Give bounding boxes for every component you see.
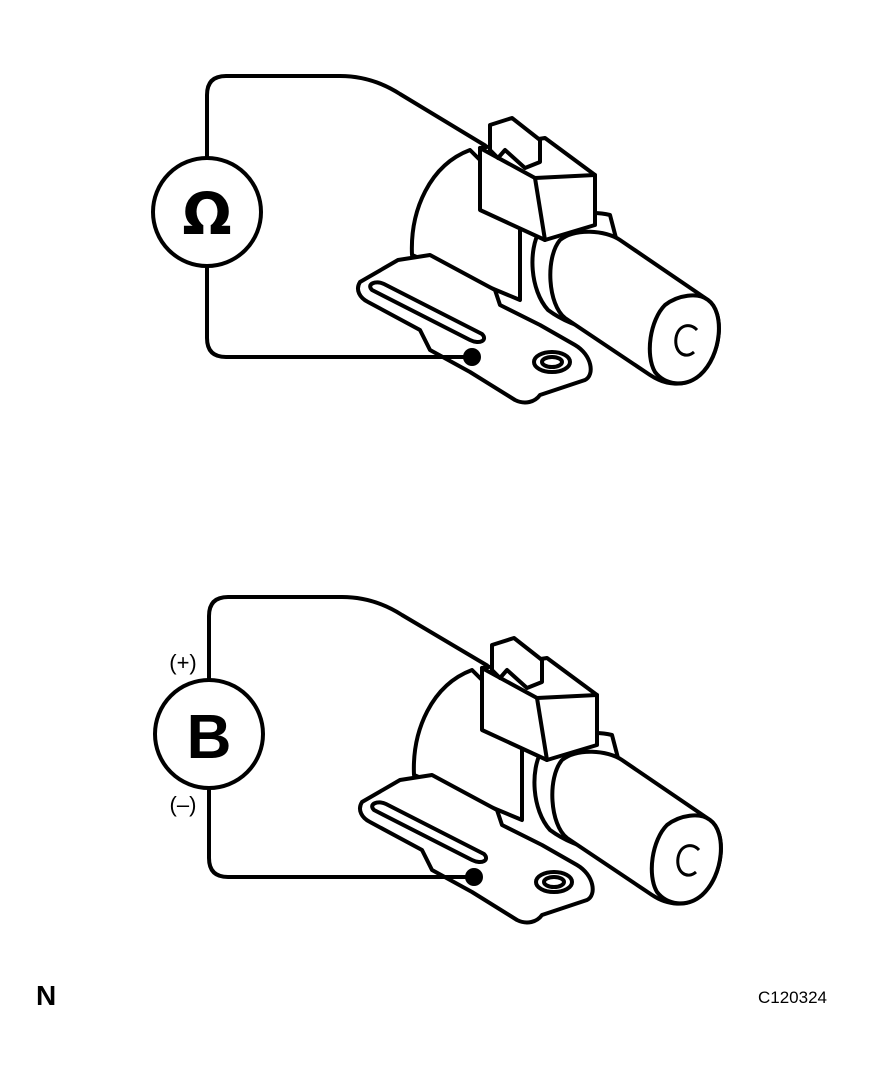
corner-code-label: N [36,980,57,1011]
ground-contact-point-1 [463,348,481,366]
ohmmeter-circle [151,156,263,268]
battery-symbol: B [187,703,232,772]
solenoid-valve-1 [355,116,721,405]
panel-battery: B (+) (–) [153,595,723,925]
figure-id-label: C120324 [758,988,828,1007]
ohmmeter-symbol: Ω [182,180,231,248]
test-lead-top-2 [207,595,490,680]
panel-ohmmeter: Ω [151,74,721,405]
test-lead-bottom-2 [207,788,474,879]
battery-circle [153,678,265,790]
ground-contact-point-2 [465,868,483,886]
negative-polarity-label: (–) [170,792,197,817]
test-lead-top-1 [205,74,488,158]
solenoid-valve-2 [357,636,723,925]
positive-polarity-label: (+) [169,650,197,675]
test-lead-bottom-1 [205,266,472,359]
